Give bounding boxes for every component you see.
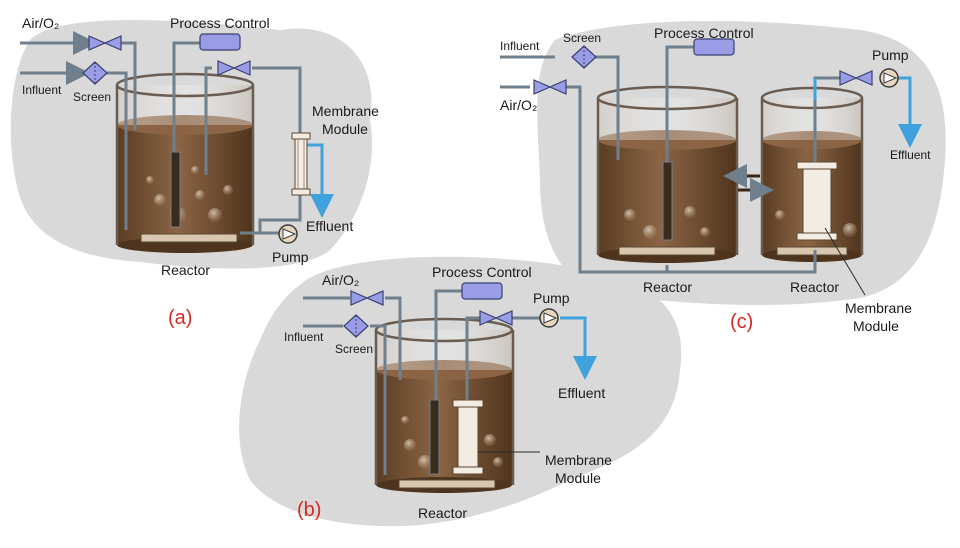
effluent-label: Effluent bbox=[558, 385, 605, 401]
influent-label: Influent bbox=[500, 39, 540, 53]
reactor-label: Reactor bbox=[161, 262, 210, 278]
pipes bbox=[303, 289, 540, 475]
screen-icon bbox=[343, 314, 369, 338]
air-label: Air/O₂ bbox=[322, 272, 359, 288]
pipes bbox=[500, 45, 840, 274]
recirculation-arrows bbox=[723, 164, 774, 202]
process-control-box[interactable] bbox=[199, 33, 241, 51]
air-label: Air/O₂ bbox=[500, 97, 537, 113]
process-control-box[interactable] bbox=[461, 282, 503, 300]
air-label: Air/O₂ bbox=[22, 15, 59, 31]
bubbles bbox=[624, 206, 857, 239]
pump-label: Pump bbox=[272, 249, 309, 265]
screen-label: Screen bbox=[563, 31, 601, 45]
membrane-label-line2: Module bbox=[322, 121, 368, 137]
effluent-pipe bbox=[560, 316, 597, 380]
effluent-label: Effluent bbox=[306, 218, 353, 234]
membrane-module bbox=[291, 132, 311, 196]
reactor2-label: Reactor bbox=[790, 279, 839, 295]
air-valve-icon[interactable] bbox=[533, 79, 567, 95]
panel-a: Air/O₂ Influent Screen Process Control M… bbox=[10, 15, 379, 329]
reactor-tank bbox=[115, 72, 255, 253]
air-valve-icon[interactable] bbox=[350, 290, 384, 306]
membrane-label-line1: Membrane bbox=[312, 103, 379, 119]
air-valve-icon[interactable] bbox=[88, 35, 122, 51]
membrane-module bbox=[452, 399, 484, 475]
membrane-pointer bbox=[824, 227, 866, 296]
screen-label: Screen bbox=[73, 90, 111, 104]
panel-b: Air/O₂ Influent Screen Process Control P… bbox=[239, 256, 682, 527]
membrane-label-line2: Module bbox=[555, 470, 601, 486]
effluent-label: Effluent bbox=[890, 148, 931, 162]
diffuser bbox=[398, 479, 496, 489]
valve-icon[interactable] bbox=[217, 60, 251, 76]
effluent-pipe bbox=[898, 76, 922, 148]
reactor-tank bbox=[374, 317, 515, 493]
process-control-label: Process Control bbox=[170, 15, 270, 31]
panel-a-label: (a) bbox=[168, 307, 192, 329]
pump-label: Pump bbox=[872, 47, 909, 63]
valve-icon[interactable] bbox=[479, 310, 513, 326]
membrane-label-line1: Membrane bbox=[845, 300, 912, 316]
sensor-probe bbox=[662, 161, 673, 241]
panel-c: Influent Screen Air/O₂ Process Control P… bbox=[500, 20, 946, 334]
membrane-module bbox=[796, 161, 838, 241]
effluent-pipe bbox=[303, 143, 334, 218]
diffuser-2 bbox=[776, 246, 848, 256]
reactor1-label: Reactor bbox=[643, 279, 692, 295]
membrane-label-line1: Membrane bbox=[545, 452, 612, 468]
valve-icon[interactable] bbox=[839, 70, 873, 86]
influent-label: Influent bbox=[284, 330, 324, 344]
pump-label: Pump bbox=[533, 290, 570, 306]
pump-icon[interactable] bbox=[879, 68, 899, 88]
influent-label: Influent bbox=[22, 83, 62, 97]
pump-icon[interactable] bbox=[539, 308, 559, 328]
screen-icon bbox=[82, 61, 108, 85]
process-control-label: Process Control bbox=[432, 264, 532, 280]
reactor-label: Reactor bbox=[418, 505, 467, 521]
panel-c-label: (c) bbox=[730, 311, 753, 333]
diffuser bbox=[618, 246, 716, 256]
panel-b-label: (b) bbox=[297, 499, 321, 521]
sensor-probe bbox=[170, 151, 181, 228]
membrane-label-line2: Module bbox=[853, 318, 899, 334]
screen-icon bbox=[571, 45, 597, 69]
bubbles bbox=[401, 416, 503, 469]
process-control-label: Process Control bbox=[654, 25, 754, 41]
screen-label: Screen bbox=[335, 342, 373, 356]
process-control-box[interactable] bbox=[693, 38, 735, 56]
pump-icon[interactable] bbox=[278, 224, 298, 244]
sensor-probe bbox=[429, 399, 440, 475]
diffuser bbox=[140, 233, 238, 243]
